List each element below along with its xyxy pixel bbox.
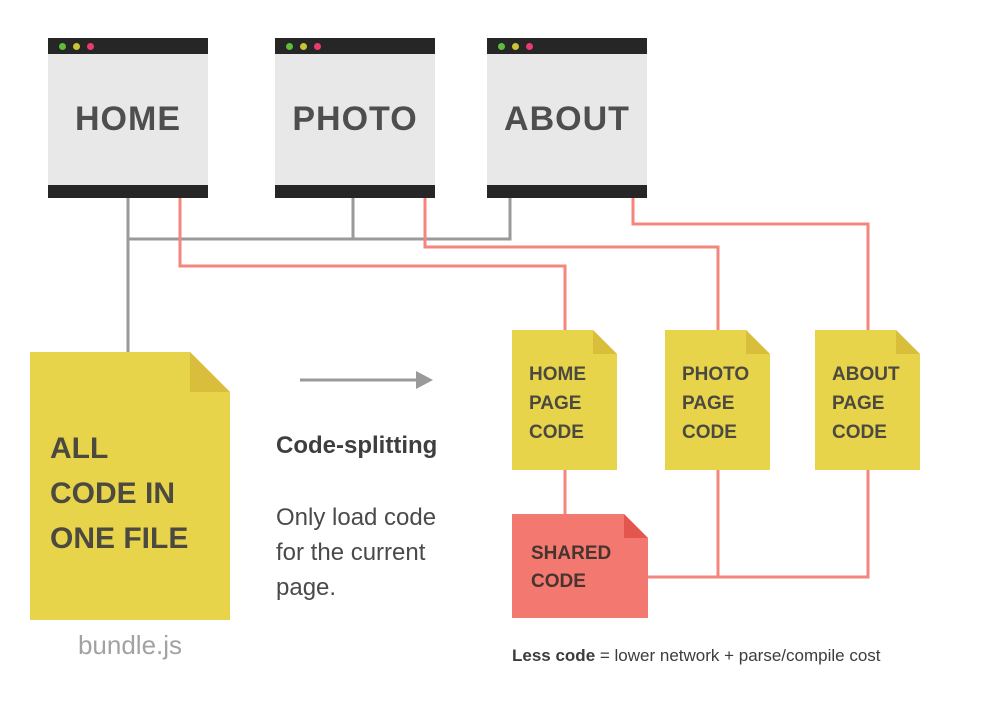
window-dot-green-icon	[59, 42, 66, 50]
photo-page-code-label: PHOTO PAGE CODE	[682, 364, 750, 443]
footnote: Less code = lower network + parse/compil…	[512, 646, 952, 666]
window-label-about: ABOUT	[504, 100, 630, 138]
window-dot-green-icon	[286, 42, 293, 50]
window-body: ABOUT	[487, 54, 647, 185]
window-dot-yellow-icon	[73, 42, 80, 50]
shared-code-label: SHARED CODE	[531, 543, 612, 592]
window-dot-pink-icon	[87, 42, 94, 50]
window-dot-green-icon	[498, 42, 505, 50]
file-sheet	[30, 352, 230, 620]
red-line-about-to-aboutcode	[631, 198, 870, 332]
file-fold-corner-icon	[190, 352, 230, 392]
red-line-home-to-homecode	[178, 198, 567, 332]
transform-arrow-head-icon	[416, 371, 433, 389]
red-line-photo-to-photocode	[423, 198, 720, 332]
about-page-code-file-icon: ABOUT PAGE CODE	[815, 330, 920, 470]
window-bottombar	[275, 185, 435, 198]
about-page-code-label: ABOUT PAGE CODE	[832, 364, 900, 443]
window-body: HOME	[48, 54, 208, 185]
window-dot-pink-icon	[314, 42, 321, 50]
window-bottombar	[48, 185, 208, 198]
footnote-lead: Less code	[512, 646, 596, 665]
home-page-code-label: HOME PAGE CODE	[529, 364, 586, 443]
file-fold-corner-icon	[624, 514, 648, 538]
file-fold-corner-icon	[896, 330, 920, 354]
window-dot-yellow-icon	[300, 42, 307, 50]
window-dot-pink-icon	[526, 42, 533, 50]
window-label-home: HOME	[75, 100, 181, 138]
footnote-rest: = lower network + parse/compile cost	[595, 646, 881, 665]
window-titlebar	[275, 38, 435, 54]
code-splitting-title: Code-splitting	[276, 432, 438, 459]
red-line-aboutcode-to-shared	[718, 468, 870, 579]
red-line-photocode-to-shared	[646, 468, 720, 579]
photo-page-code-file-icon: PHOTO PAGE CODE	[665, 330, 770, 470]
window-titlebar	[487, 38, 647, 54]
bundle-filename-caption: bundle.js	[77, 630, 183, 660]
window-titlebar	[48, 38, 208, 54]
bundle-file-label: ALL CODE IN ONE FILE	[50, 432, 189, 555]
shared-code-file-icon: SHARED CODE	[512, 514, 648, 618]
window-bottombar	[487, 185, 647, 198]
file-fold-corner-icon	[593, 330, 617, 354]
browser-window-about: ABOUT	[487, 38, 647, 198]
window-label-photo: PHOTO	[292, 100, 418, 138]
window-body: PHOTO	[275, 54, 435, 185]
browser-window-home: HOME	[48, 38, 208, 198]
window-dot-yellow-icon	[512, 42, 519, 50]
code-splitting-description: Only load code for the current page.	[276, 504, 437, 601]
gray-line-about-to-bundle	[128, 198, 512, 241]
home-page-code-file-icon: HOME PAGE CODE	[512, 330, 617, 470]
file-fold-corner-icon	[746, 330, 770, 354]
bundle-file-icon: ALL CODE IN ONE FILE	[30, 352, 230, 620]
browser-window-photo: PHOTO	[275, 38, 435, 198]
